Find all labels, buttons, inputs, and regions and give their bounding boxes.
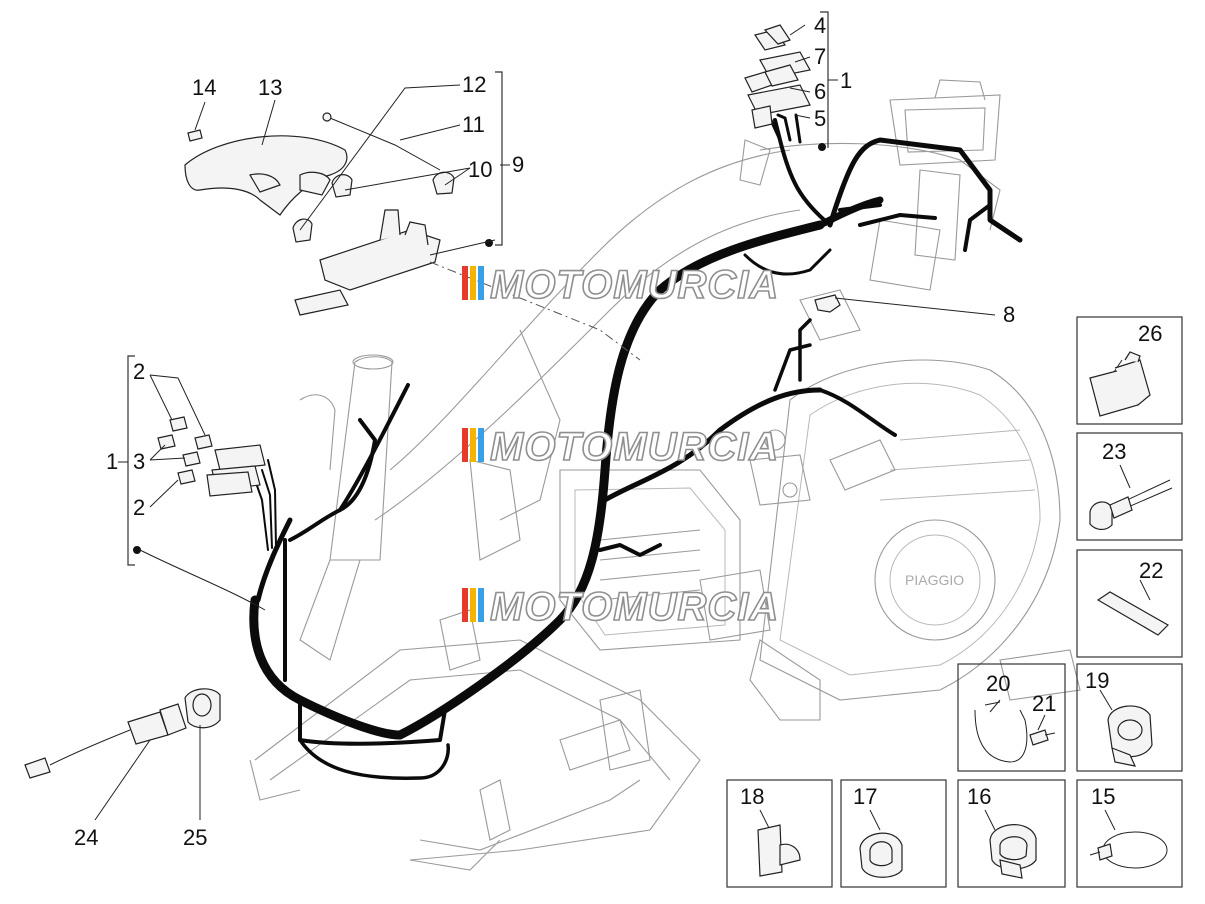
callout-15[interactable]: 15 — [1091, 784, 1115, 809]
main-wiring-harness — [249, 113, 1023, 780]
callout-7[interactable]: 7 — [814, 44, 826, 69]
front-connectors — [157, 416, 266, 497]
callout-2-upper[interactable]: 2 — [133, 359, 145, 384]
watermark-middle: MOTOMURCIA — [462, 424, 779, 470]
part-box-26 — [1076, 316, 1183, 425]
callout-3[interactable]: 3 — [133, 449, 145, 474]
watermark-color-bar — [462, 428, 468, 462]
part-box-17 — [840, 779, 947, 888]
relay-cluster — [744, 24, 811, 129]
watermark-color-bar — [478, 428, 484, 462]
scooter-frame-outline: PIAGGIO — [249, 79, 1081, 871]
callout-1-top[interactable]: 1 — [840, 68, 852, 93]
callout-5[interactable]: 5 — [814, 106, 826, 131]
callout-10[interactable]: 10 — [468, 157, 492, 182]
part-box-16 — [957, 779, 1066, 888]
watermark-color-bar — [478, 588, 484, 622]
callout-9[interactable]: 9 — [512, 152, 524, 177]
watermark-group: MOTOMURCIA MOTOMURCIA MOTOMURCIA — [462, 262, 779, 630]
callout-2-lower[interactable]: 2 — [133, 495, 145, 520]
engine-brand-mark: PIAGGIO — [905, 572, 964, 588]
part-box-23 — [1076, 432, 1183, 541]
sensor-cable-assembly — [24, 688, 221, 779]
parts-panel — [726, 316, 1183, 888]
callout-6[interactable]: 6 — [814, 79, 826, 104]
callout-26[interactable]: 26 — [1138, 321, 1162, 346]
front-bracket-assembly — [184, 112, 455, 316]
callout-8[interactable]: 8 — [1003, 302, 1015, 327]
part-box-20-21 — [957, 663, 1066, 772]
callout-4[interactable]: 4 — [814, 13, 826, 38]
watermark-bottom: MOTOMURCIA — [462, 584, 779, 630]
watermark-text: MOTOMURCIA — [490, 585, 779, 629]
watermark-color-bar — [478, 266, 484, 300]
watermark-color-bar — [470, 266, 476, 300]
callout-14[interactable]: 14 — [192, 75, 216, 100]
callout-19[interactable]: 19 — [1085, 668, 1109, 693]
callout-22[interactable]: 22 — [1139, 558, 1163, 583]
callout-18[interactable]: 18 — [740, 784, 764, 809]
callout-20[interactable]: 20 — [986, 671, 1010, 696]
part-box-22 — [1076, 549, 1183, 658]
callout-labels: 4 7 6 5 1 8 12 11 10 9 13 14 2 3 2 1 24 … — [74, 13, 1163, 850]
callout-17[interactable]: 17 — [853, 784, 877, 809]
callout-23[interactable]: 23 — [1102, 439, 1126, 464]
leader-lines — [94, 24, 1151, 831]
part-box-19 — [1076, 663, 1183, 772]
callout-1-front[interactable]: 1 — [106, 449, 118, 474]
watermark-text: MOTOMURCIA — [490, 263, 779, 307]
part-box-18 — [726, 779, 833, 888]
watermark-top: MOTOMURCIA — [462, 262, 779, 308]
watermark-color-bar — [462, 588, 468, 622]
watermark-color-bar — [462, 266, 468, 300]
watermark-color-bar — [470, 588, 476, 622]
callout-21[interactable]: 21 — [1032, 691, 1056, 716]
watermark-color-bar — [470, 428, 476, 462]
callout-24[interactable]: 24 — [74, 825, 98, 850]
callout-11[interactable]: 11 — [462, 112, 485, 137]
callout-25[interactable]: 25 — [183, 825, 207, 850]
callout-13[interactable]: 13 — [258, 75, 282, 100]
part-box-15 — [1076, 779, 1183, 888]
watermark-text: MOTOMURCIA — [490, 425, 779, 469]
harness-clip-8 — [814, 294, 841, 313]
callout-12[interactable]: 12 — [462, 72, 486, 97]
callout-16[interactable]: 16 — [967, 784, 991, 809]
